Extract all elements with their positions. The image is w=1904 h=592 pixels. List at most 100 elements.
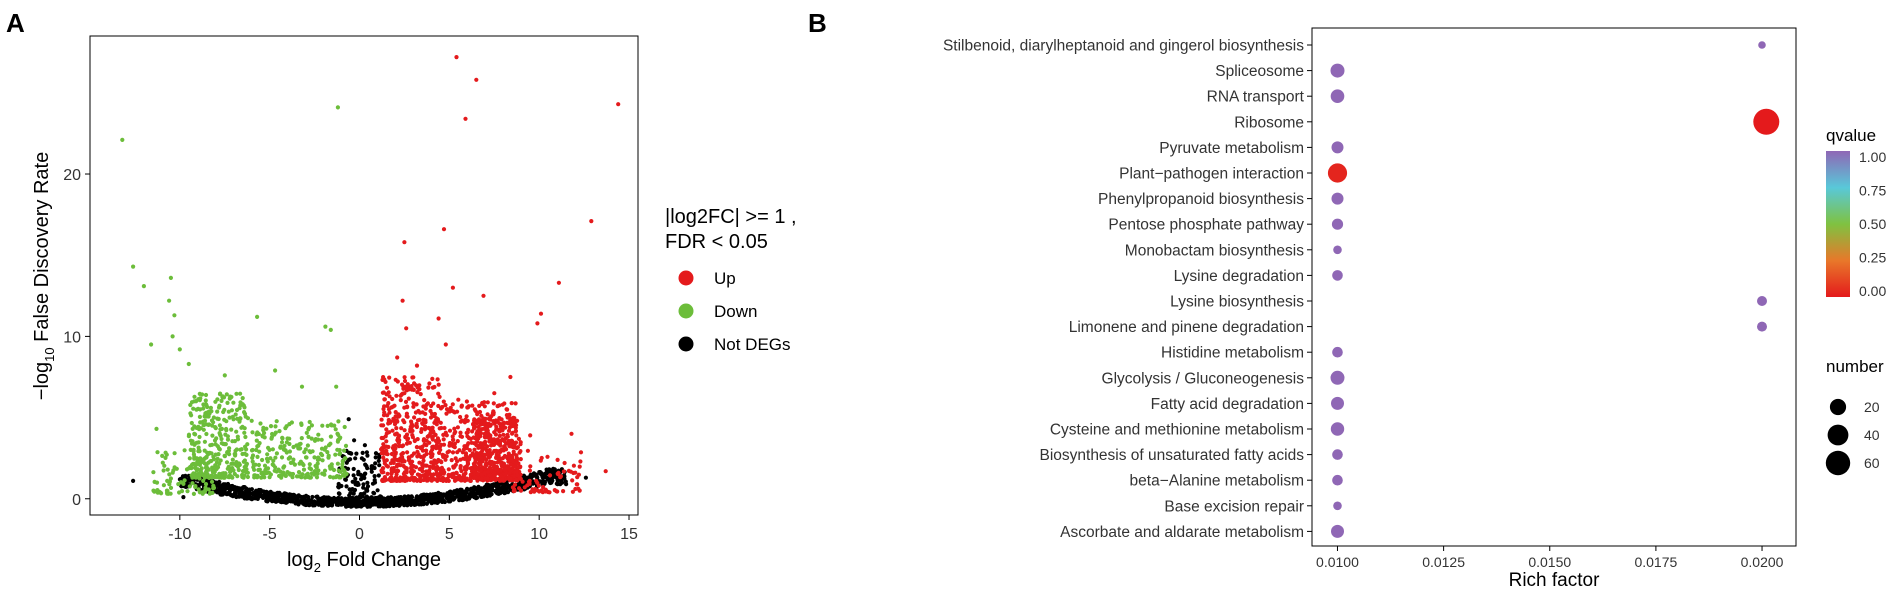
volcano-point-down [219,398,224,403]
volcano-point-down [231,468,236,473]
volcano-point-down [191,491,196,496]
enrichment-x-tick-label: 0.0100 [1316,554,1359,570]
number-legend-label: 20 [1864,399,1880,415]
volcano-point-down [257,449,262,454]
volcano-point-up [509,401,514,406]
enrichment-point [1330,422,1345,436]
volcano-point-not-degs [459,496,464,501]
volcano-point-down [268,456,273,461]
volcano-point-not-degs [217,484,222,489]
volcano-point-down [234,391,239,396]
volcano-point-not-degs [310,494,315,500]
volcano-point-up [392,403,397,408]
volcano-point-down [325,423,330,428]
volcano-point-not-degs [547,467,552,473]
volcano-point-down [165,478,170,483]
volcano-point-up [394,393,399,398]
volcano-point-down [209,418,215,423]
volcano-point-down [193,475,198,480]
volcano-point-down [265,452,270,457]
volcano-point-not-degs [354,451,359,456]
volcano-point-down [314,475,320,480]
volcano-point-down [307,419,312,425]
volcano-point-down [211,483,216,488]
volcano-point-up [403,465,408,470]
volcano-point-not-degs [223,482,228,487]
volcano-point-down [231,400,236,405]
volcano-point-down [291,457,296,462]
volcano-point-up [433,439,439,444]
volcano-point-not-degs [382,504,387,509]
volcano-legend-label: Down [714,302,757,321]
volcano-point-up [398,393,403,398]
volcano-point-not-degs [443,493,448,498]
volcano-legend-swatch [678,303,694,319]
volcano-point-down [120,137,125,142]
volcano-point-not-degs [446,499,451,504]
volcano-point-not-degs [365,484,371,489]
enrichment-x-tick-label: 0.0150 [1528,554,1571,570]
volcano-point-not-degs [498,490,503,496]
volcano-point-up [506,421,511,426]
volcano-point-up [410,375,415,380]
volcano-point-not-degs [181,495,186,500]
volcano-point-up [449,458,454,463]
volcano-point-down [238,447,243,452]
volcano-point-down [154,480,160,485]
volcano-point-up [577,464,582,469]
volcano-point-up [387,375,392,380]
volcano-point-up [535,488,540,493]
volcano-point-up [404,469,409,474]
volcano-point-not-degs [541,480,547,485]
volcano-point-up [383,434,388,439]
volcano-point-up [389,471,394,476]
volcano-point-up [390,467,395,472]
volcano-point-not-degs [349,503,354,508]
number-legend-swatch [1827,424,1849,446]
volcano-point-not-degs [562,476,567,481]
volcano-x-tick-label: 0 [355,526,364,543]
volcano-point-up [436,403,441,409]
volcano-point-up [486,461,491,466]
volcano-point-up [398,478,403,483]
volcano-point-up [415,449,420,454]
volcano-point-down [196,487,201,492]
enrichment-pathway-label: Lysine degradation [1174,268,1304,285]
number-legend-label: 60 [1864,455,1880,471]
volcano-point-not-degs [326,498,331,503]
volcano-point-down [245,474,250,480]
volcano-point-down [242,410,247,415]
enrichment-x-tick-label: 0.0125 [1422,554,1465,570]
enrichment-x-tick-label: 0.0200 [1741,554,1784,570]
volcano-x-tick-label: 5 [445,526,454,543]
volcano-point-down [266,470,272,475]
volcano-point-down [168,485,174,490]
volcano-point-not-degs [249,487,254,492]
volcano-point-up [406,396,411,401]
volcano-point-down [189,441,195,446]
volcano-point-not-degs [353,482,358,487]
volcano-point-up [464,464,469,469]
volcano-point-not-degs [232,487,237,492]
volcano-point-down [172,451,177,456]
volcano-point-up [450,437,456,442]
volcano-point-up [400,298,405,303]
volcano-point-up [518,457,523,462]
volcano-point-up [418,475,423,480]
volcano-point-down [326,455,331,460]
volcano-point-not-degs [468,493,473,498]
volcano-point-up [417,460,422,465]
enrichment-pathway-label: Monobactam biosynthesis [1125,242,1304,259]
volcano-point-up [412,438,418,443]
volcano-point-down [250,430,255,435]
volcano-point-down [328,474,333,479]
volcano-point-up [489,477,494,482]
volcano-point-up [500,428,505,433]
volcano-point-up [488,439,493,444]
enrichment-point [1330,63,1345,78]
volcano-point-up [513,401,518,406]
volcano-point-up [435,377,440,382]
volcano-point-up [477,409,483,415]
volcano-point-up [411,404,416,409]
